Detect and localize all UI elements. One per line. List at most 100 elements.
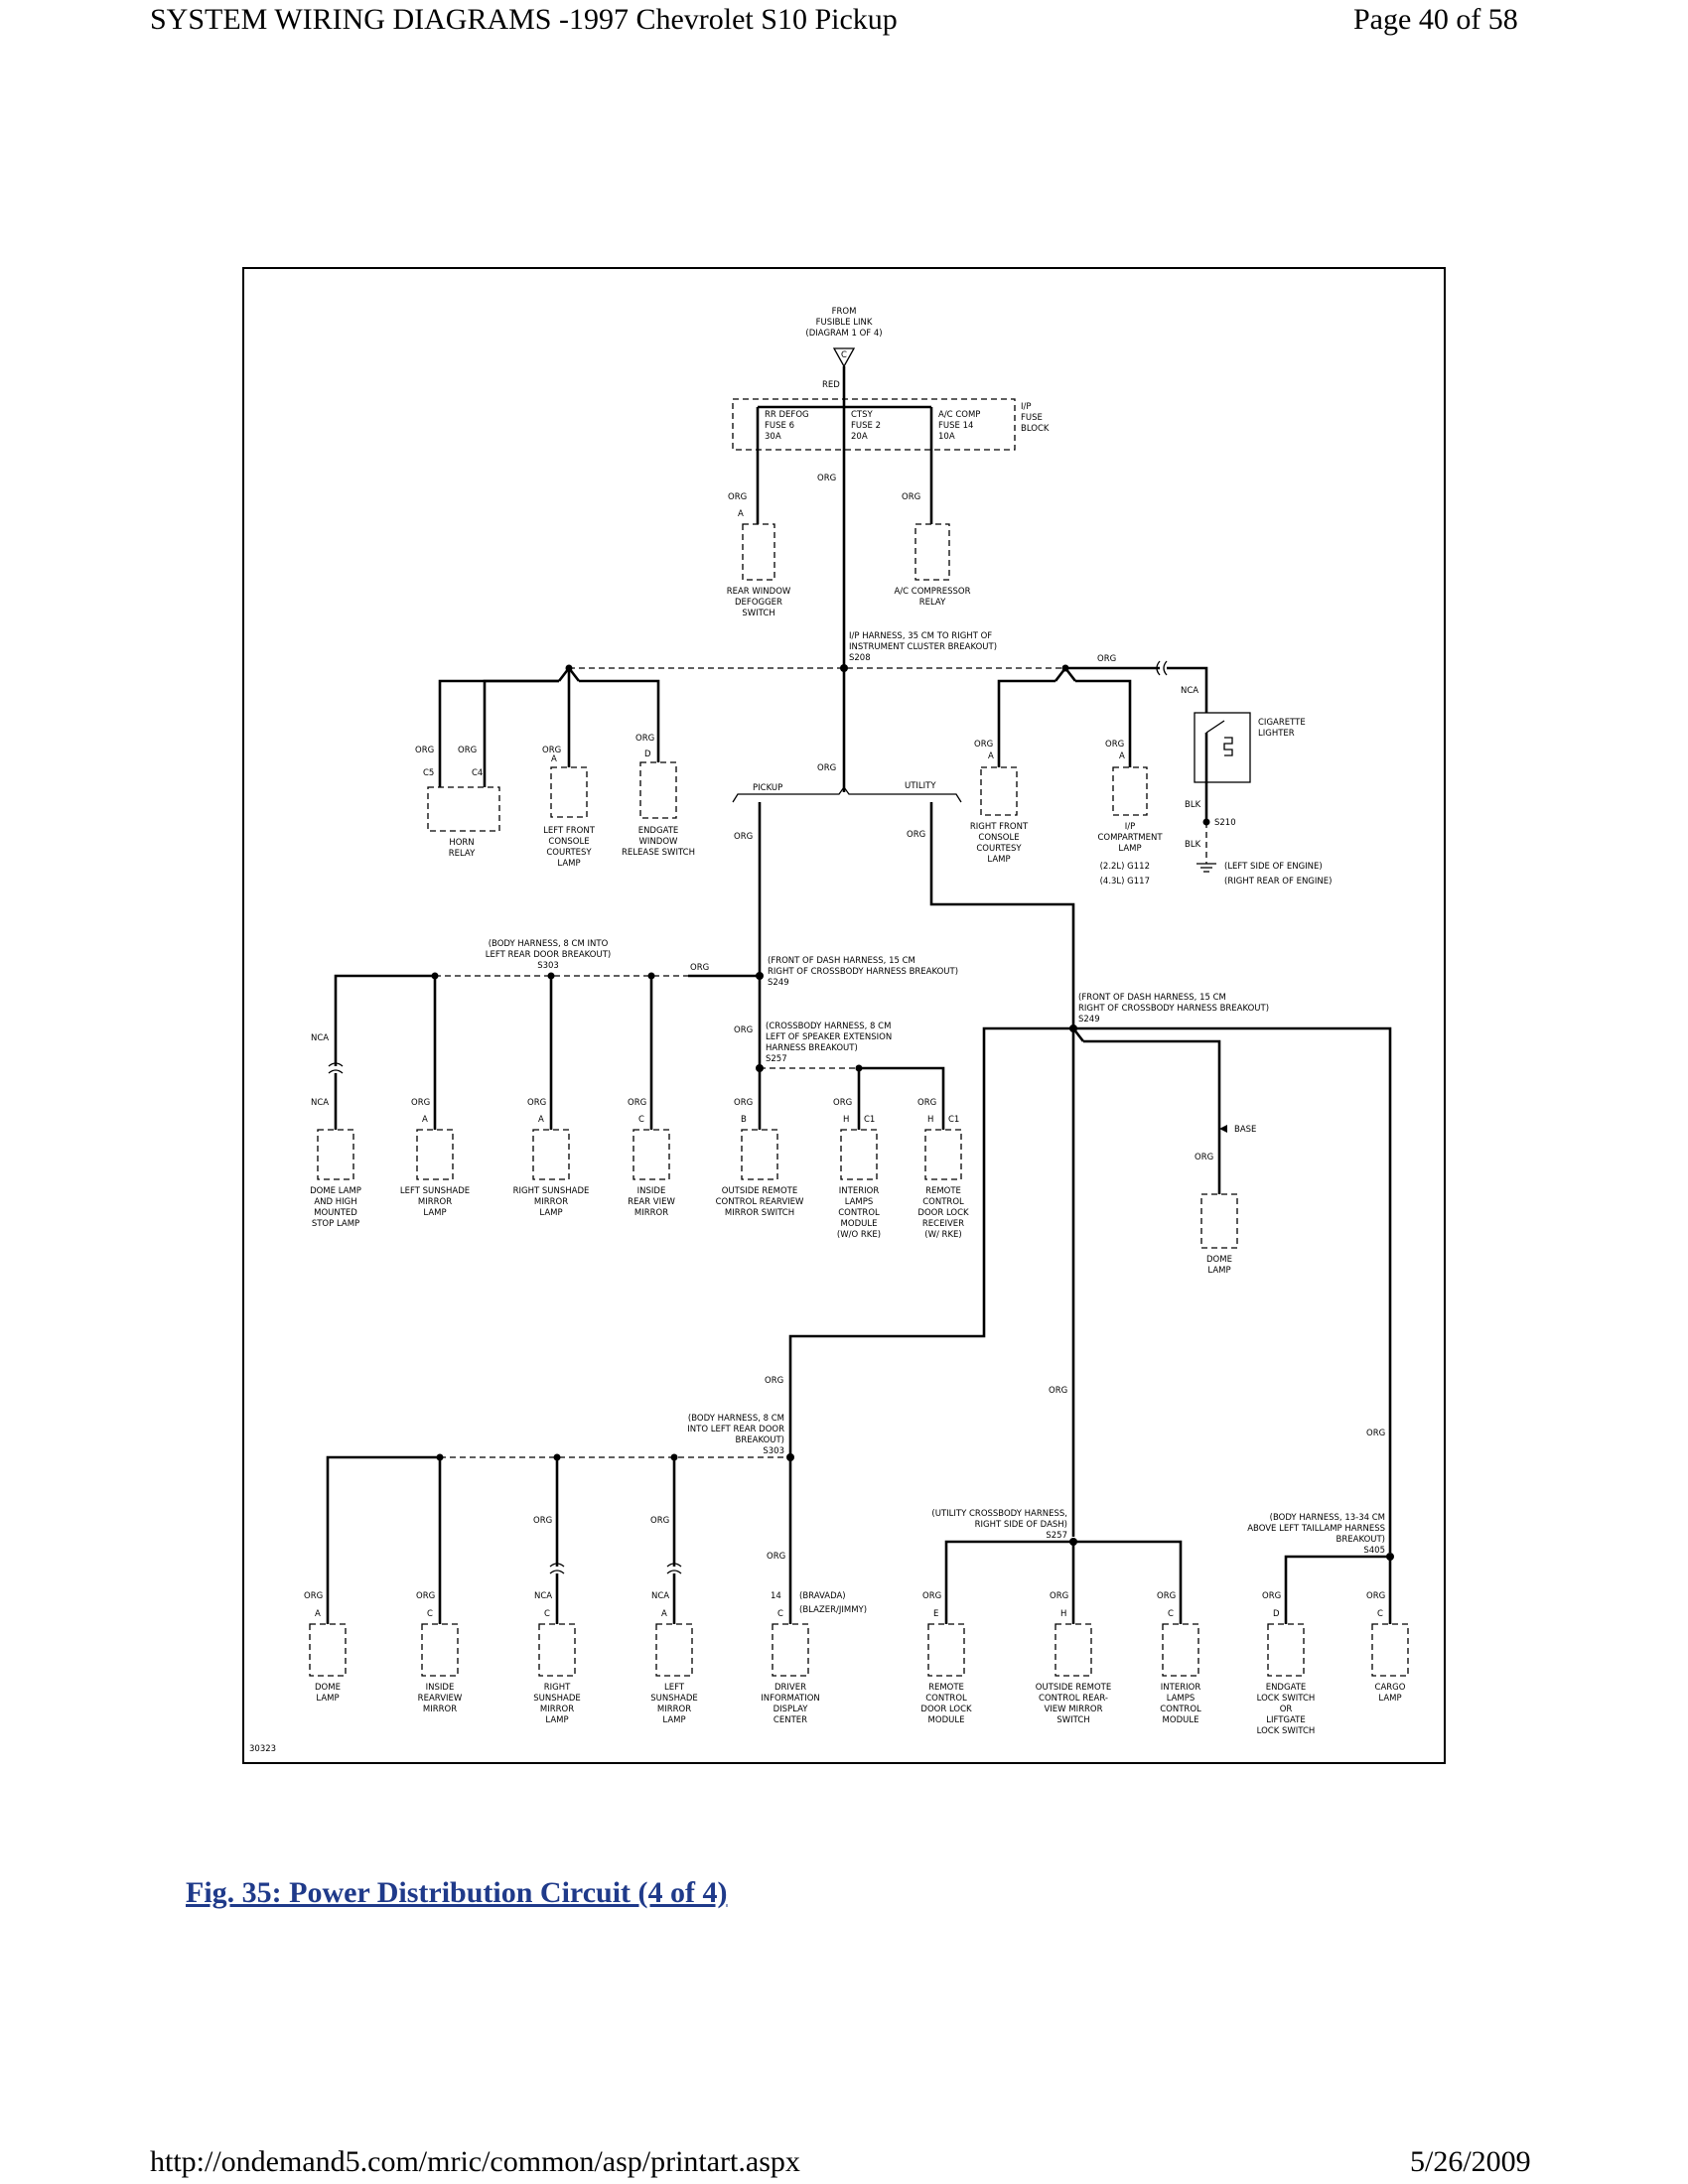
svg-text:INTERIOR: INTERIOR <box>839 1186 880 1196</box>
svg-text:CARGO: CARGO <box>1375 1683 1406 1693</box>
svg-text:RELEASE SWITCH: RELEASE SWITCH <box>622 848 695 858</box>
diagram-frame <box>242 267 1446 1764</box>
svg-text:INTERIOR: INTERIOR <box>1161 1683 1201 1693</box>
horn-relay-label: HORN RELAY <box>449 838 476 859</box>
svg-text:DEFOGGER: DEFOGGER <box>735 598 782 608</box>
svg-text:I/P: I/P <box>1125 822 1136 832</box>
right-sunshade-mirror-lamp-label: RIGHT SUNSHADE MIRROR LAMP <box>513 1186 590 1218</box>
remote-control-door-lock-module <box>927 1623 965 1677</box>
pin-label: A <box>551 754 557 764</box>
interior-lamps-control-module-wo-rke-label: INTERIOR LAMPS CONTROL MODULE (W/O RKE) <box>837 1186 881 1240</box>
svg-text:(CROSSBODY HARNESS, 8 CM: (CROSSBODY HARNESS, 8 CM <box>766 1022 891 1031</box>
wire-org: ORG <box>527 1098 546 1108</box>
pin-label: C <box>544 1609 550 1619</box>
splice-s249-left-label: (FRONT OF DASH HARNESS, 15 CM RIGHT OF C… <box>768 956 958 988</box>
ip-compartment-lamp <box>1112 766 1148 816</box>
endgate-window-release-switch-label: ENDGATE WINDOW RELEASE SWITCH <box>622 826 695 858</box>
pin-label: H <box>927 1115 933 1125</box>
inside-rear-view-mirror <box>633 1129 670 1180</box>
fuse-ctsy: CTSY FUSE 2 20A <box>842 407 881 450</box>
svg-text:COMPARTMENT: COMPARTMENT <box>1097 833 1163 843</box>
svg-text:INSIDE: INSIDE <box>426 1683 455 1693</box>
svg-text:MODULE: MODULE <box>928 1715 965 1725</box>
fuse-block-outline <box>732 398 1016 451</box>
fuse-rr-defog: RR DEFOG FUSE 6 30A <box>756 407 809 450</box>
splice-s303-top-label: (BODY HARNESS, 8 CM INTO LEFT REAR DOOR … <box>486 939 611 971</box>
ground-label-left: (2.2L) G112 (4.3L) G117 <box>1100 862 1150 887</box>
outside-remote-control-rearview-mirror-switch <box>741 1129 778 1180</box>
interior-lamps-control-module-bottom-label: INTERIOR LAMPS CONTROL MODULE <box>1160 1683 1201 1725</box>
wire-nca: NCA <box>311 1033 329 1043</box>
driver-information-display-center-label: DRIVER INFORMATION DISPLAY CENTER <box>761 1683 820 1725</box>
svg-text:REMOTE: REMOTE <box>928 1683 964 1693</box>
svg-text:I/P HARNESS, 35 CM TO RIGHT OF: I/P HARNESS, 35 CM TO RIGHT OF <box>849 631 992 641</box>
svg-text:A/C COMP: A/C COMP <box>938 410 980 420</box>
pin-label: C4 <box>472 768 483 778</box>
svg-text:RELAY: RELAY <box>449 849 476 859</box>
source-connector <box>832 347 856 368</box>
svg-text:DOOR LOCK: DOOR LOCK <box>920 1705 972 1714</box>
ac-compressor-relay-label: A/C COMPRESSOR RELAY <box>894 587 970 608</box>
dome-lamp-and-high-mounted-stop-lamp-label: DOME LAMP AND HIGH MOUNTED STOP LAMP <box>310 1186 361 1229</box>
pickup-utility-bracket <box>732 785 962 803</box>
svg-text:MIRROR: MIRROR <box>634 1208 668 1218</box>
svg-text:20A: 20A <box>851 432 868 442</box>
pin-label: H <box>1060 1609 1066 1619</box>
svg-text:CENTER: CENTER <box>774 1715 807 1725</box>
right-front-console-courtesy-lamp-label: RIGHT FRONT CONSOLE COURTESY LAMP <box>970 822 1029 865</box>
svg-text:A/C COMPRESSOR: A/C COMPRESSOR <box>894 587 970 597</box>
pin-label: B <box>741 1115 747 1125</box>
svg-text:MIRROR: MIRROR <box>418 1197 452 1207</box>
svg-text:MIRROR: MIRROR <box>534 1197 568 1207</box>
svg-text:S303: S303 <box>763 1446 784 1456</box>
dome-lamp-bottom-label: DOME LAMP <box>315 1683 341 1704</box>
wire-color-red: RED <box>822 380 840 390</box>
figure-caption-link[interactable]: Fig. 35: Power Distribution Circuit (4 o… <box>186 1876 728 1909</box>
outside-remote-control-rearview-mirror-switch-bottom <box>1055 1623 1092 1677</box>
ac-compressor-relay <box>914 523 950 581</box>
svg-text:RIGHT SIDE OF DASH): RIGHT SIDE OF DASH) <box>975 1520 1067 1530</box>
wire-org: ORG <box>974 740 993 750</box>
wire-blk: BLK <box>1185 840 1201 850</box>
svg-text:CONTROL: CONTROL <box>925 1694 967 1704</box>
splice-s257-bottom-label: (UTILITY CROSSBODY HARNESS, RIGHT SIDE O… <box>931 1509 1067 1541</box>
svg-text:BREAKOUT): BREAKOUT) <box>736 1435 784 1445</box>
splice-s405-label: (BODY HARNESS, 13-34 CM ABOVE LEFT TAILL… <box>1247 1513 1385 1556</box>
pickup-label: PICKUP <box>753 783 782 793</box>
svg-text:LAMP: LAMP <box>316 1694 339 1704</box>
svg-text:HORN: HORN <box>449 838 474 848</box>
left-front-console-courtesy-lamp <box>550 766 588 818</box>
wire-nca: NCA <box>311 1098 329 1108</box>
svg-text:S405: S405 <box>1363 1546 1385 1556</box>
dome-lamp-utility-label: DOME LAMP <box>1206 1255 1232 1276</box>
svg-text:S257: S257 <box>766 1054 787 1064</box>
svg-text:RIGHT SUNSHADE: RIGHT SUNSHADE <box>513 1186 590 1196</box>
wire-org: ORG <box>458 746 477 755</box>
pin-label: D <box>1273 1609 1280 1619</box>
svg-text:CONTROL REAR-: CONTROL REAR- <box>1039 1694 1108 1704</box>
left-sunshade-mirror-lamp <box>416 1129 454 1180</box>
wire-base: BASE <box>1234 1125 1256 1135</box>
svg-text:INSTRUMENT CLUSTER BREAKOUT): INSTRUMENT CLUSTER BREAKOUT) <box>849 642 997 652</box>
pin-label: C <box>1168 1609 1174 1619</box>
svg-text:LAMP: LAMP <box>1378 1694 1401 1704</box>
wiring-diagram: 30323 FROM FUSIBLE LINK (DIAGRAM 1 OF 4)… <box>242 267 1446 1764</box>
svg-text:DRIVER: DRIVER <box>774 1683 806 1693</box>
svg-text:LEFT: LEFT <box>664 1683 685 1693</box>
wire-org: ORG <box>734 1025 753 1035</box>
horn-relay <box>427 786 500 832</box>
svg-text:LAMP: LAMP <box>539 1208 562 1218</box>
svg-text:FUSE 2: FUSE 2 <box>851 421 881 431</box>
svg-text:RELAY: RELAY <box>919 598 946 608</box>
svg-text:(BODY HARNESS, 13-34 CM: (BODY HARNESS, 13-34 CM <box>1270 1513 1385 1523</box>
footer-date: 5/26/2009 <box>1410 2145 1531 2178</box>
wire-org: ORG <box>1050 1591 1068 1601</box>
inside-rearview-mirror-bottom <box>421 1623 459 1677</box>
fuse-block-label: I/P FUSE BLOCK <box>1021 402 1050 434</box>
svg-text:LOCK SWITCH: LOCK SWITCH <box>1257 1726 1316 1736</box>
svg-text:FUSE: FUSE <box>1021 413 1043 423</box>
outside-remote-control-rearview-mirror-switch-label: OUTSIDE REMOTE CONTROL REARVIEW MIRROR S… <box>716 1186 804 1218</box>
svg-text:CONTROL: CONTROL <box>838 1208 880 1218</box>
svg-text:S210: S210 <box>1214 818 1236 828</box>
svg-text:MIRROR SWITCH: MIRROR SWITCH <box>725 1208 794 1218</box>
